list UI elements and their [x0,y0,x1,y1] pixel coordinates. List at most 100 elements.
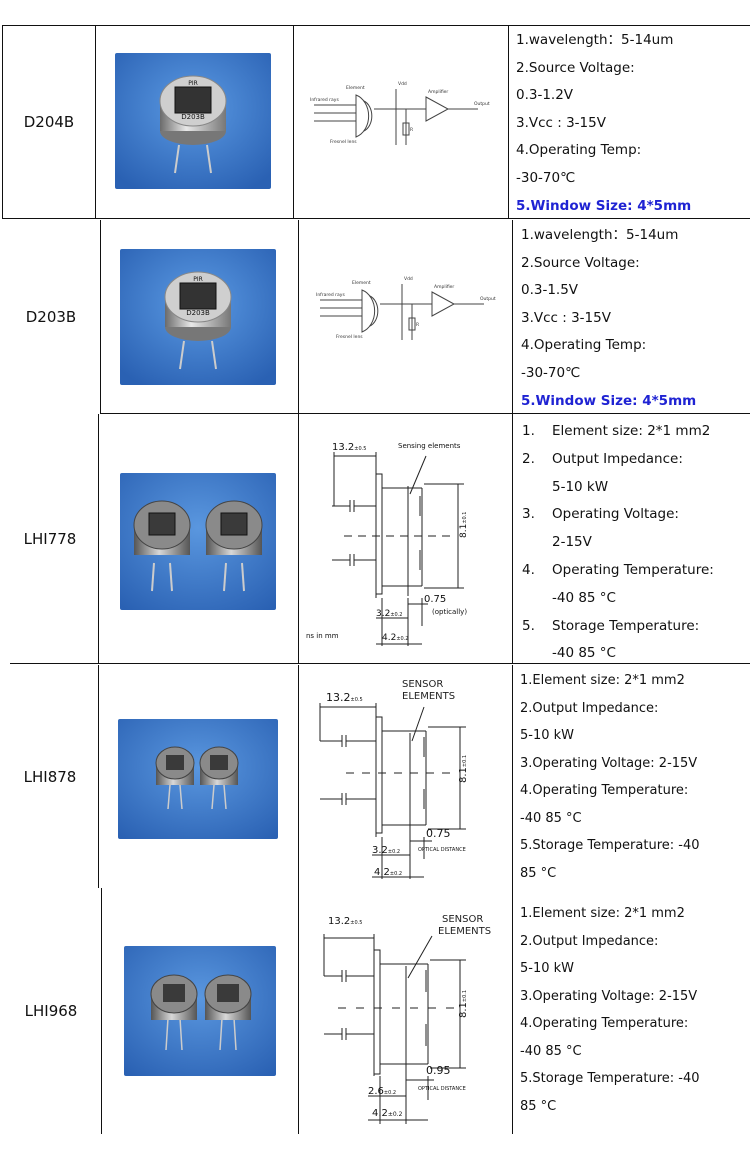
model-name: LHI778 [3,414,97,664]
spec-line: 2.Output Impedance: [520,933,659,949]
label-elements: ELEMENTS [402,691,455,702]
diagram-label-fresnel: Fresnel lens [330,139,357,145]
spec-line: 1.Element size: 2*1 mm2 [520,906,685,921]
gap-note: (optically) [432,608,467,616]
spec-line: 85 °C [520,1098,557,1114]
dim-width: 13.2 [328,916,350,927]
spec-line: 2.Output Impedance: [520,700,659,716]
spec-item: 3.Operating Voltage: [522,506,679,523]
table-row-lhi968: LHI968 [0,888,750,1134]
dim-width-tol: ±0.5 [354,446,366,452]
spec-item: 5.Storage Temperature: [522,617,700,634]
model-label: D204B [23,113,75,131]
spec-line: 4.Operating Temp: [521,337,647,354]
diagram-label-element: Element [346,85,365,91]
label-sensor: SENSOR [402,679,443,690]
spec-list: 1.Element size: 2*1 mm2 2.Output Impedan… [522,418,714,668]
dimension-drawing: 13.2±0.5 SENSOR ELEMENTS 8.1±0.1 0.95 OP… [323,914,491,1124]
svg-text:13.2±0.5: 13.2±0.5 [326,691,363,704]
dim-depth: 3.2 [376,609,390,619]
svg-text:8.1±0.1: 8.1±0.1 [458,990,469,1018]
spec-item-cont: -40 85 °C [552,589,616,606]
dim-depth-tol: ±0.2 [384,1090,396,1096]
spec-line: 2.Source Voltage: [516,59,635,76]
model-label: LHI968 [24,1002,78,1020]
svg-text:8.1±0.1: 8.1±0.1 [458,755,469,783]
model-label: LHI778 [23,530,77,548]
label-elements: ELEMENTS [438,926,491,937]
spec-line: 5.Storage Temperature: -40 [520,1071,700,1086]
dim-base-tol: ±0.2 [390,871,402,877]
spec-line: 0.3-1.5V [521,282,579,299]
model-label: D203B [25,308,77,326]
spec-line: 3.Vcc : 3-15V [521,309,611,326]
spec-line: 1.Element size: 2*1 mm2 [520,673,685,688]
spec-line: -40 85 °C [520,1043,582,1059]
chip-label: D203B [181,113,205,121]
spec-line: 3.Vcc : 3-15V [516,114,606,131]
spec-line: 5-10 kW [520,728,575,743]
circuit-diagram: Element Infrared rays Fresnel lens Ampli… [316,276,496,340]
spec-list: 1.wavelength：5-14um 2.Source Voltage: 0.… [516,27,691,220]
label-sensing-elements: Sensing elements [398,442,461,450]
dim-gap: 0.95 [426,1064,451,1077]
spec-item: 2.Output Impedance: [522,450,683,467]
dim-height: 8.1 [458,1002,469,1018]
spec-line-highlight: 5.Window Size: 4*5mm [516,197,692,214]
svg-text:4.2±0.2: 4.2±0.2 [372,1108,403,1119]
diagram-label-infrared: Infrared rays [310,97,339,103]
spec-line: 0.3-1.2V [516,87,574,104]
svg-text:4.2±0.2: 4.2±0.2 [382,633,408,643]
spec-line: 2.Source Voltage: [521,254,640,271]
spec-line: 1.wavelength：5-14um [521,227,679,243]
spec-line: 5.Storage Temperature: -40 [520,838,700,853]
dim-height: 8.1 [459,524,469,538]
diagram-label-vdd: Vdd [404,276,413,282]
chip-top-label: PIR [193,276,203,283]
model-name: D203B [3,220,99,414]
dim-width-tol: ±0.5 [351,697,363,703]
product-photo [120,473,276,610]
spec-line: 3.Operating Voltage: 2-15V [520,988,698,1004]
spec-line: 4.Operating Temperature: [520,1016,689,1031]
diagram-label-output: Output [480,296,496,302]
diagram-label-infrared: Infrared rays [316,292,345,298]
dim-base-tol: ±0.2 [396,636,408,642]
gap-note: OPTICAL DISTANCE [418,847,466,853]
dim-gap: 0.75 [424,594,446,605]
chip-top-label: PIR [188,80,198,87]
product-photo: PIR D203B [115,53,271,189]
model-label: LHI878 [23,767,77,786]
dim-width: 13.2 [332,442,354,453]
model-name: LHI968 [3,888,99,1134]
table-row-d204b: D204B PIR D203B [0,25,750,219]
spec-line: 1.wavelength：5-14um [516,32,674,48]
dim-height-tol: ±0.1 [462,512,468,524]
spec-item-cont: 5-10 kW [552,478,609,495]
dimension-drawing: 13.2±0.5 SENSOR ELEMENTS 8.1±0.1 0.75 OP… [319,679,469,879]
svg-text:3.2±0.2: 3.2±0.2 [376,609,402,619]
spec-item: 4.Operating Temperature: [522,561,714,578]
diagram-label-fresnel: Fresnel lens [336,334,363,340]
dim-gap: 0.75 [426,827,451,840]
circuit-diagram: Element Infrared rays Fresnel lens Ampli… [310,81,490,145]
diagram-label-amplifier: Amplifier [428,89,448,95]
svg-text:13.2±0.5: 13.2±0.5 [332,442,366,453]
model-name: D204B [3,25,95,219]
model-name: LHI878 [3,665,97,888]
svg-text:8.1±0.1: 8.1±0.1 [459,512,469,538]
product-photo [118,719,278,839]
svg-text:13.2±0.5: 13.2±0.5 [328,916,362,927]
dim-height: 8.1 [458,767,469,783]
spec-list: 1.Element size: 2*1 mm2 2.Output Impedan… [520,900,700,1120]
dim-height-tol: ±0.1 [462,990,468,1002]
dim-depth-tol: ±0.2 [388,849,400,855]
dim-base: 4.2 [382,633,396,643]
spec-list: 1.Element size: 2*1 mm2 2.Output Impedan… [520,667,700,887]
spec-line: -30-70℃ [516,169,576,186]
dimension-drawing: 13.2±0.5 Sensing elements 8.1±0.1 0.75 (… [306,442,469,646]
spec-line: 4.Operating Temperature: [520,783,689,798]
spec-line-highlight: 5.Window Size: 4*5mm [521,392,697,409]
svg-text:3.2±0.2: 3.2±0.2 [372,845,400,856]
diagram-label-amplifier: Amplifier [434,284,454,290]
